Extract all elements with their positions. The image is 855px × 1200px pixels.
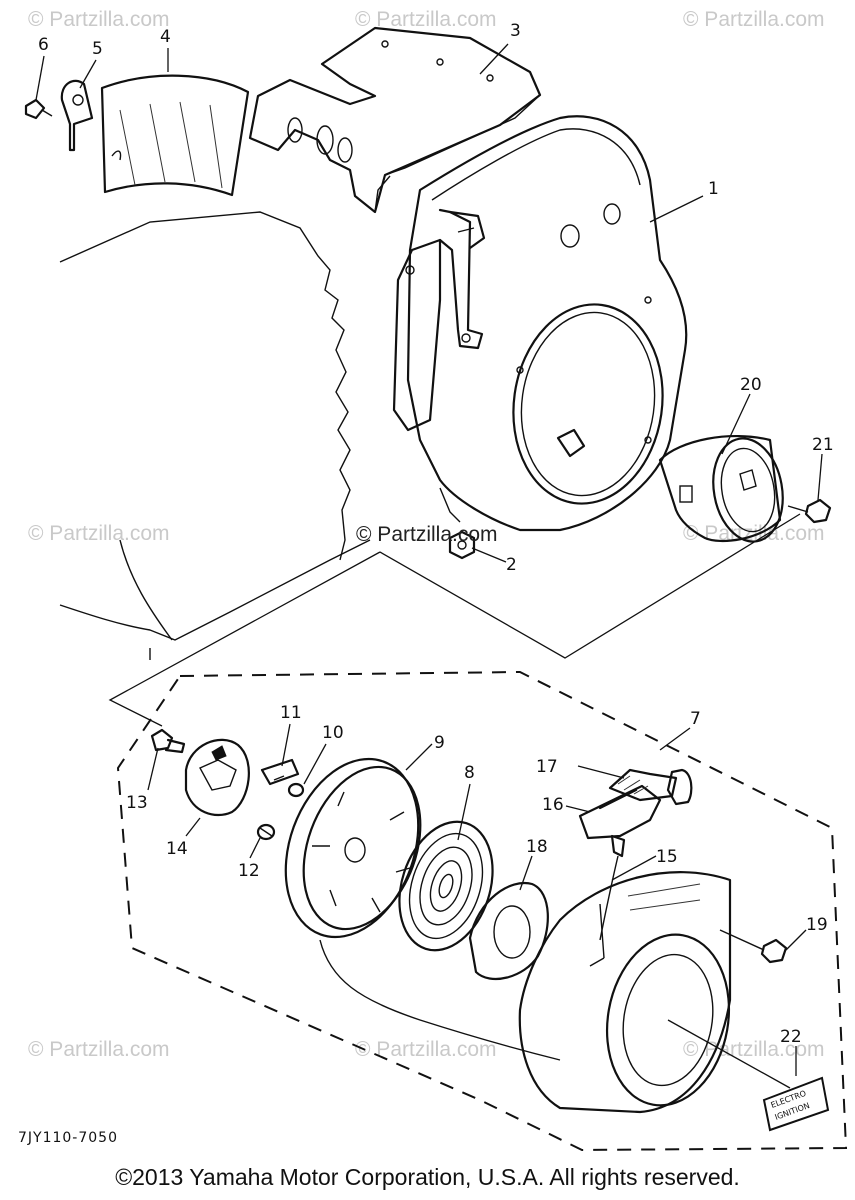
callout-16: 16 (542, 795, 564, 815)
part-11-clip (260, 758, 300, 786)
part-20-pulley-cup (658, 434, 784, 543)
callout-8: 8 (464, 763, 475, 783)
part-6-bolt (24, 98, 53, 120)
callout-5: 5 (92, 39, 103, 59)
part-8-spiral-spring (398, 820, 494, 952)
callout-2: 2 (506, 555, 517, 575)
part-22-label-plate: ELECTRO IGNITION (762, 1076, 830, 1132)
callout-4: 4 (160, 27, 171, 47)
part-4-curved-shield (100, 74, 250, 197)
part-19-bolt (719, 929, 788, 964)
callout-14: 14 (166, 839, 188, 859)
callout-20: 20 (740, 375, 762, 395)
part-16-17-handle (578, 768, 693, 858)
part-15-starter-case (319, 855, 732, 1114)
part-14-ratchet (184, 738, 250, 817)
assembly-guide (108, 513, 801, 727)
callout-22: 22 (780, 1027, 802, 1047)
callout-18: 18 (526, 837, 548, 857)
watermark: © Partzilla.com (355, 1038, 497, 1061)
callout-9: 9 (434, 733, 445, 753)
leader-lines (35, 43, 823, 1089)
callouts: 1 2 3 4 5 6 7 8 9 10 11 12 13 14 15 16 1… (38, 21, 834, 1047)
part-10-spring (287, 782, 305, 798)
diagram-code: 7JY110-7050 (18, 1130, 118, 1146)
watermark: © Partzilla.com (683, 522, 825, 545)
callout-19: 19 (806, 915, 828, 935)
watermark: © Partzilla.com (28, 1038, 170, 1061)
part-1-fan-housing (392, 115, 688, 532)
callout-7: 7 (690, 709, 701, 729)
engine-outline (59, 211, 371, 660)
callout-11: 11 (280, 703, 302, 723)
part-21-bolt (787, 498, 832, 524)
watermark: © Partzilla.com (28, 522, 170, 545)
part-13-bolt (150, 728, 186, 754)
watermark: © Partzilla.com (28, 8, 170, 31)
callout-21: 21 (812, 435, 834, 455)
callout-6: 6 (38, 35, 49, 55)
part-7-assembly-boundary (116, 670, 848, 1152)
part-12-spring (256, 823, 276, 841)
part-18-washer (468, 881, 549, 981)
callout-10: 10 (322, 723, 344, 743)
callout-15: 15 (656, 847, 678, 867)
part-3-shroud-plate (248, 26, 542, 214)
watermark: © Partzilla.com (355, 8, 497, 31)
part-9-pulley (284, 757, 422, 939)
callout-12: 12 (238, 861, 260, 881)
callout-13: 13 (126, 793, 148, 813)
callout-1: 1 (708, 179, 719, 199)
center-watermark: © Partzilla.com (356, 523, 498, 546)
callout-3: 3 (510, 21, 521, 41)
watermark: © Partzilla.com (683, 8, 825, 31)
callout-17: 17 (536, 757, 558, 777)
part-5-clamp (60, 79, 94, 152)
copyright-notice: ©2013 Yamaha Motor Corporation, U.S.A. A… (115, 1164, 740, 1190)
part-2-nut (448, 530, 476, 560)
